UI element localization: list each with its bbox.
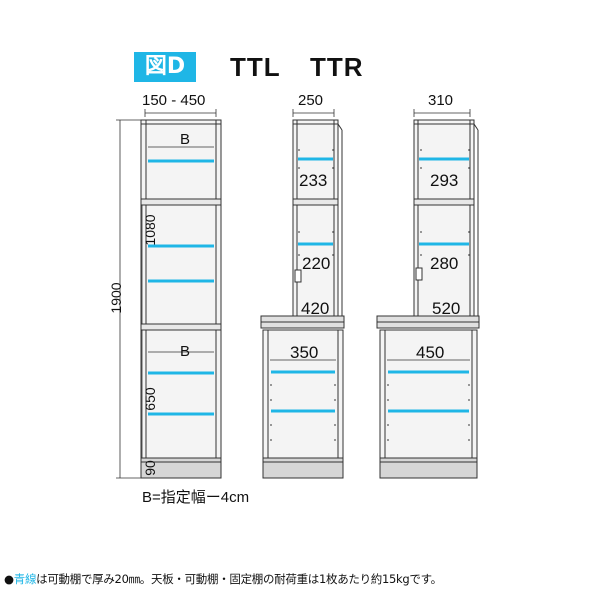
middle-cabinet xyxy=(260,109,345,479)
blue-line-term: 青線 xyxy=(13,572,37,586)
right-counter-height-label: 520 xyxy=(432,299,461,318)
left-base-height-label: 90 xyxy=(142,460,158,476)
right-cabinet xyxy=(376,109,480,479)
right-shelf-gap-2-label: 280 xyxy=(430,254,459,273)
mid-lower-width-label: 350 xyxy=(290,343,319,362)
left-total-height-label: 1900 xyxy=(108,282,124,314)
middle-cabinet-dots xyxy=(270,149,336,441)
middle-cabinet-movable-shelves xyxy=(271,157,335,413)
mid-shelf-gap-1-label: 233 xyxy=(299,171,328,190)
left-lower-height-label: 650 xyxy=(142,387,158,411)
bullet-icon: ● xyxy=(4,572,14,586)
right-cabinet-dots xyxy=(387,149,470,441)
mid-counter-height-label: 420 xyxy=(301,299,330,318)
right-width-label: 310 xyxy=(428,92,454,109)
right-cabinet-movable-shelves xyxy=(388,157,469,413)
mid-shelf-gap-2-label: 220 xyxy=(302,254,331,273)
left-upper-height-label: 1080 xyxy=(142,214,158,246)
left-upper-b-label: B xyxy=(180,131,191,148)
model-ttl-label: TTL xyxy=(230,52,281,82)
left-cabinet-movable-shelves xyxy=(148,159,214,416)
b-note: B=指定幅ー4cm xyxy=(142,489,250,506)
left-lower-b-label: B xyxy=(180,343,191,360)
left-cabinet xyxy=(116,109,222,479)
model-ttr-label: TTR xyxy=(310,52,364,82)
right-lower-width-label: 450 xyxy=(416,343,445,362)
right-shelf-gap-1-label: 293 xyxy=(430,171,459,190)
figure-badge: 図D xyxy=(134,52,196,82)
left-width-label: 150 - 450 xyxy=(142,92,206,109)
mid-width-label: 250 xyxy=(298,92,324,109)
load-capacity-text: は可動棚で厚み20㎜。天板・可動棚・固定棚の耐荷重は1枚あたり約15kgです。 xyxy=(36,572,442,586)
load-capacity-note: ●青線は可動棚で厚み20㎜。天板・可動棚・固定棚の耐荷重は1枚あたり約15kgで… xyxy=(4,571,600,587)
